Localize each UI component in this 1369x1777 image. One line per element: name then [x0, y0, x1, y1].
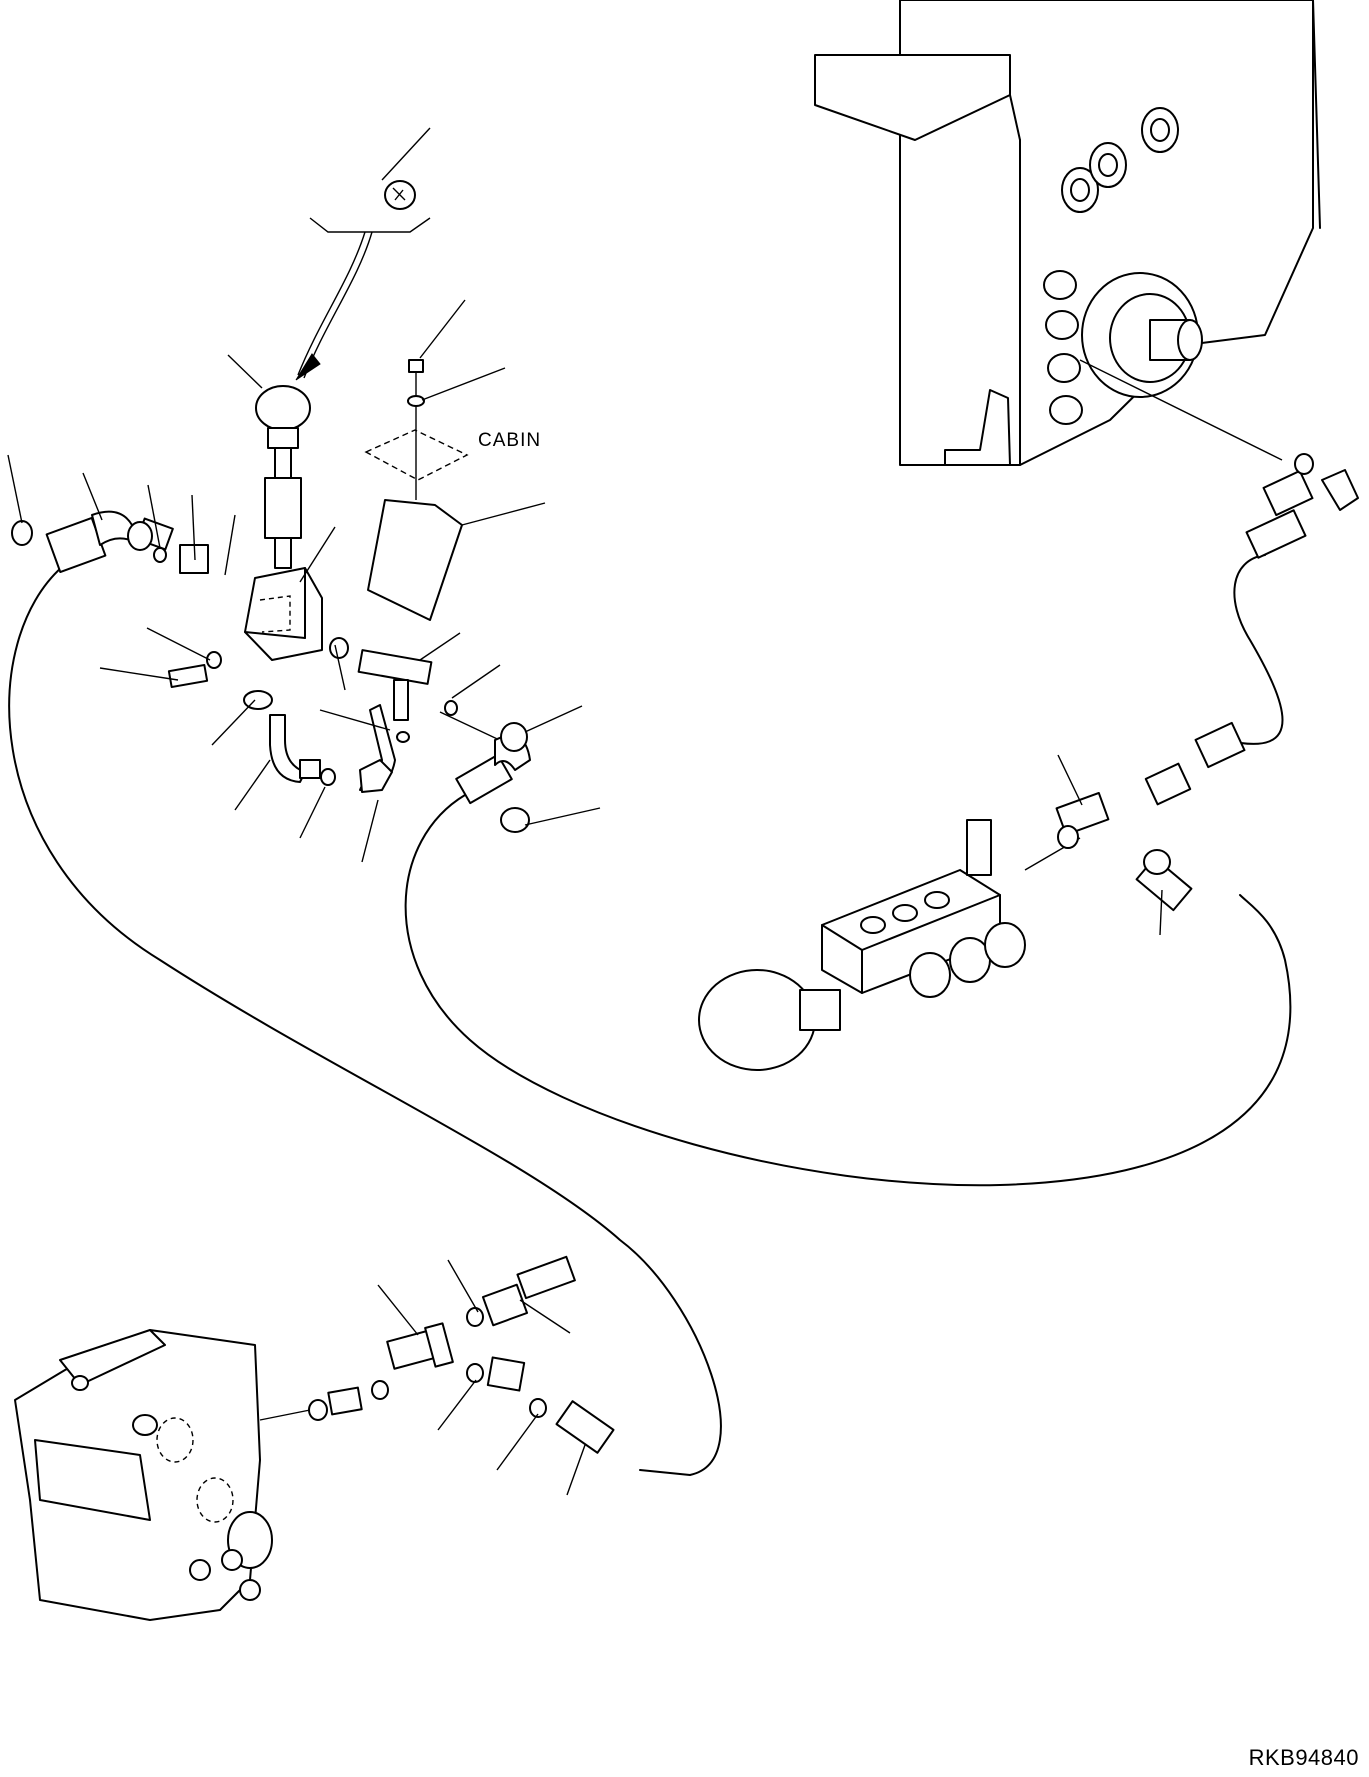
reference-arrow: [295, 180, 431, 381]
cabin-mount: [364, 359, 469, 621]
valve-block-assembly: [136, 385, 458, 793]
lower-tee-fittings: [259, 1255, 615, 1454]
leader-lines: [7, 127, 1163, 1496]
hose-lines: [8, 359, 1292, 1476]
drawing-code: RKB94840: [1248, 1745, 1359, 1770]
pump-assembly: [14, 1329, 273, 1621]
cabin-label: CABIN: [478, 430, 542, 451]
accumulator-valve: [698, 791, 1110, 1071]
hydraulic-tank: [814, 0, 1321, 466]
hose-fittings: [11, 453, 1359, 912]
